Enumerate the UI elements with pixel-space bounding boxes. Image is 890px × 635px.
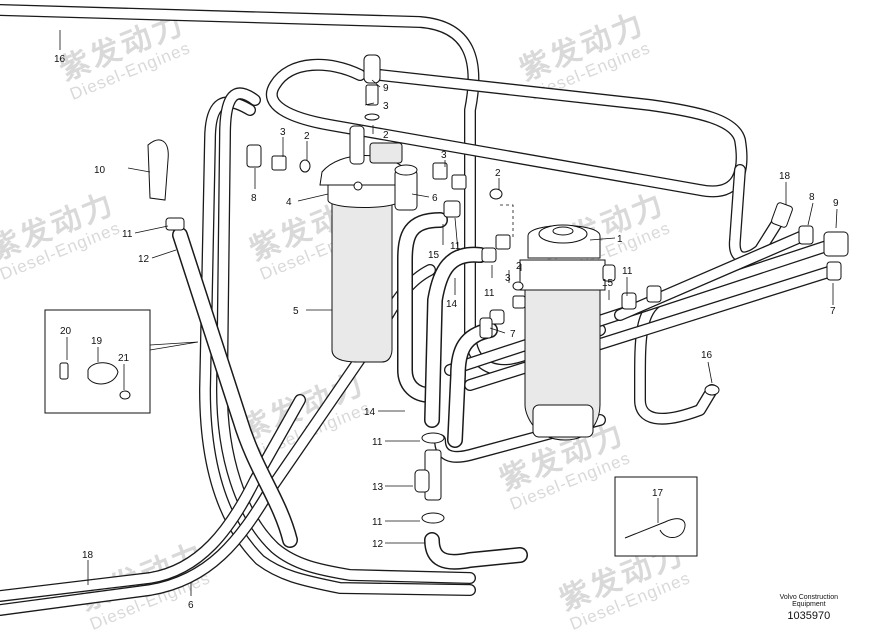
callout-11: 11 (484, 288, 495, 299)
callout-15: 15 (602, 278, 614, 289)
callout-12: 12 (372, 539, 384, 550)
callout-11: 11 (372, 517, 383, 528)
callout-18: 18 (779, 171, 791, 182)
callout-13: 13 (372, 482, 384, 493)
callout-3: 3 (280, 127, 286, 138)
callout-3: 3 (441, 150, 447, 161)
callout-6: 6 (432, 193, 438, 204)
callout-labels: 16 9 3 2 3 2 10 8 4 6 3 2 11 12 1 15 11 … (54, 54, 839, 611)
callout-15: 15 (428, 250, 440, 261)
leader-lines (59, 30, 838, 596)
inset-clamp-box (44, 309, 199, 414)
callout-11: 11 (122, 229, 133, 240)
callout-17: 17 (652, 488, 664, 499)
footer-brand: Volvo Construction Equipment 1035970 (780, 594, 838, 622)
drawing-number: 1035970 (787, 610, 831, 622)
pipe-6 (0, 87, 476, 616)
callout-10: 10 (94, 165, 106, 176)
callout-6: 6 (188, 600, 194, 611)
callout-16: 16 (701, 350, 713, 361)
callout-3: 3 (383, 101, 389, 112)
callout-4: 4 (286, 197, 292, 208)
callout-2: 2 (516, 261, 522, 272)
callout-5: 5 (293, 306, 299, 317)
callout-14: 14 (364, 407, 376, 418)
callout-7: 7 (510, 329, 516, 340)
dashed-connector (500, 204, 514, 238)
callout-12: 12 (138, 254, 150, 265)
callout-11: 11 (372, 437, 383, 448)
callout-16: 16 (54, 54, 66, 65)
hoses-14-15 (397, 212, 498, 448)
callout-8: 8 (809, 192, 815, 203)
pipe-18-fitting (771, 202, 793, 228)
callout-2: 2 (304, 131, 310, 142)
callout-3: 3 (505, 273, 511, 284)
hose-12 (172, 227, 298, 548)
callout-20: 20 (60, 326, 72, 337)
callout-11: 11 (450, 241, 461, 252)
brand-line-2: Equipment (792, 601, 826, 608)
brand-line-1: Volvo Construction (779, 594, 838, 601)
callout-11: 11 (622, 266, 633, 277)
callout-18: 18 (82, 550, 94, 561)
callout-8: 8 (251, 193, 257, 204)
fuel-filter-right (519, 224, 616, 441)
callout-21: 21 (118, 353, 130, 364)
callout-9: 9 (833, 198, 839, 209)
fitting-8 (798, 225, 814, 245)
fitting-9 (823, 231, 849, 257)
callout-14: 14 (446, 299, 458, 310)
callout-19: 19 (91, 336, 103, 347)
lower-valve (414, 432, 528, 570)
fittings-top (147, 54, 662, 339)
callout-2: 2 (383, 130, 389, 141)
callout-7: 7 (830, 306, 836, 317)
callout-2: 2 (495, 168, 501, 179)
inset-tie-box (614, 476, 698, 557)
pipe-16-end (704, 384, 720, 396)
fuel-filter-left (319, 125, 418, 363)
callout-1: 1 (617, 234, 623, 245)
fitting-7 (826, 261, 842, 281)
callout-9: 9 (383, 83, 389, 94)
